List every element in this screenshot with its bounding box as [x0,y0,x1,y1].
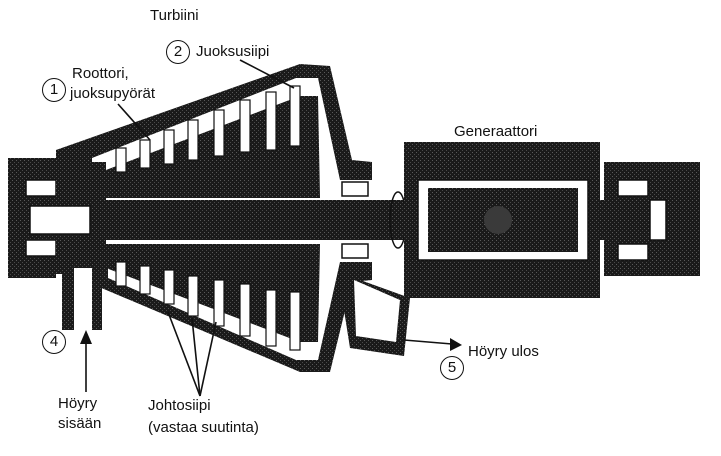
right-bearing [604,162,700,276]
rotor-blades-top [115,85,301,173]
label-stator-blade-line1: Johtosiipi [148,397,211,414]
label-steam-in-line1: Höyry [58,395,98,412]
steam-inlet-pipe [56,162,106,332]
steam-outlet [338,272,410,356]
marker-2: 2 [166,40,190,64]
label-stator-blade-line2: (vastaa suutinta) [148,419,259,436]
turbine-casing-bottom [92,262,372,372]
label-steam-in-line2: sisään [58,415,102,432]
marker-4: 4 [42,330,66,354]
rotor-blades-bottom [115,261,301,351]
label-steam-out: Höyry ulos [468,343,539,360]
label-rotor-line2: juoksupyörät [70,85,156,102]
leader-lines [85,59,453,397]
turbine-casing-top [56,64,372,180]
label-generator: Generaattori [454,123,538,140]
marker-1: 1 [42,78,66,102]
steam-out-arrowhead [450,338,462,351]
label-turbine: Turbiini [150,7,199,24]
marker-5: 5 [440,356,464,380]
label-rotor-line1: Roottori, [72,65,129,82]
steam-in-arrowhead [80,330,92,344]
label-rotor-blade: Juoksusiipi [196,43,270,60]
generator-housing [404,142,600,298]
